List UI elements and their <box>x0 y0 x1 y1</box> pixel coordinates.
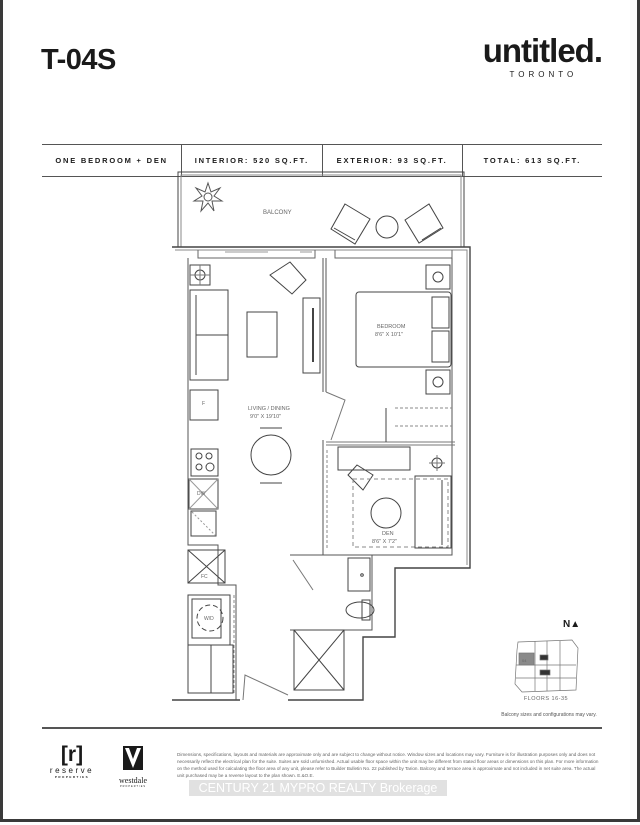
coffee-table-icon <box>246 311 278 358</box>
fridge-label: F <box>202 401 205 407</box>
den-table-icon <box>370 497 402 529</box>
key-plan: 04 <box>514 639 579 693</box>
plant-icon <box>192 181 224 213</box>
brand-logo: untitled. TORONTO <box>482 32 603 80</box>
westdale-properties-logo: westdale PROPERTIES <box>112 746 154 788</box>
reserve-mark: [r] <box>60 743 84 766</box>
unit-title: T-04S <box>41 44 116 76</box>
sofa-icon <box>189 289 229 381</box>
living-label: LIVING / DINING <box>248 406 290 412</box>
westdale-sub: PROPERTIES <box>119 785 147 788</box>
closet-label: FC <box>201 574 208 580</box>
balcony-chair-icon <box>330 203 371 245</box>
unit-walls <box>172 246 471 701</box>
balcony-table-icon <box>375 215 399 239</box>
sink-icon <box>190 510 217 537</box>
rug-icon <box>352 478 449 548</box>
westdale-name: westdale <box>119 776 147 785</box>
closet-icon <box>187 549 226 584</box>
cooktop-icon <box>190 448 219 477</box>
desk-chair-icon <box>347 464 374 491</box>
tv-unit-icon <box>302 297 321 374</box>
dishwasher-icon <box>188 478 219 510</box>
balcony-note: Balcony sizes and configurations may var… <box>501 712 597 718</box>
living-size: 9'0" X 19'10" <box>250 414 281 420</box>
westdale-mark-icon <box>123 746 143 770</box>
disclaimer-text: Dimensions, specifications, layouts and … <box>177 752 599 778</box>
watermark: CENTURY 21 MYPRO REALTY Brokerage <box>189 780 447 796</box>
den-label: DEN <box>382 531 394 537</box>
nightstand-icon <box>425 264 451 290</box>
brand-name: untitled. <box>482 32 603 69</box>
armchair-icon <box>269 261 307 295</box>
reserve-properties-logo: [r] reserve PROPERTIES <box>46 743 98 780</box>
key-plan-unit-tag: 04 <box>522 658 527 663</box>
dining-table-icon <box>250 434 292 476</box>
interior-area: INTERIOR: 520 SQ.FT. <box>182 145 323 176</box>
key-plan-unit-highlight <box>518 652 535 666</box>
desk-icon <box>337 446 411 471</box>
brand-city: TORONTO <box>509 70 578 79</box>
fridge-icon <box>189 389 219 421</box>
balcony-chair-icon <box>404 203 444 244</box>
reserve-sub: PROPERTIES <box>54 775 90 779</box>
bedroom-size: 8'6" X 10'1" <box>375 332 403 338</box>
dishwasher-label: DW <box>197 491 206 497</box>
exterior-area: EXTERIOR: 93 SQ.FT. <box>323 145 463 176</box>
washer-dryer-label: W/D <box>204 616 214 622</box>
bedroom-label: BEDROOM <box>377 324 406 330</box>
balcony: BALCONY <box>177 171 465 248</box>
unit-type: ONE BEDROOM + DEN <box>42 145 183 176</box>
den-sofa-icon <box>414 475 452 549</box>
footer-divider <box>42 727 602 729</box>
reserve-name: reserve <box>49 766 95 775</box>
bed-icon <box>355 291 452 368</box>
unit-info-bar: ONE BEDROOM + DEN INTERIOR: 520 SQ.FT. E… <box>42 144 602 177</box>
total-area: TOTAL: 613 SQ.FT. <box>483 156 582 165</box>
den-size: 8'6" X 7'2" <box>372 539 397 545</box>
floors-label: FLOORS 16-35 <box>523 696 569 702</box>
nightstand-icon <box>425 369 451 395</box>
balcony-label: BALCONY <box>263 210 292 216</box>
north-indicator: N▲ <box>563 619 581 630</box>
